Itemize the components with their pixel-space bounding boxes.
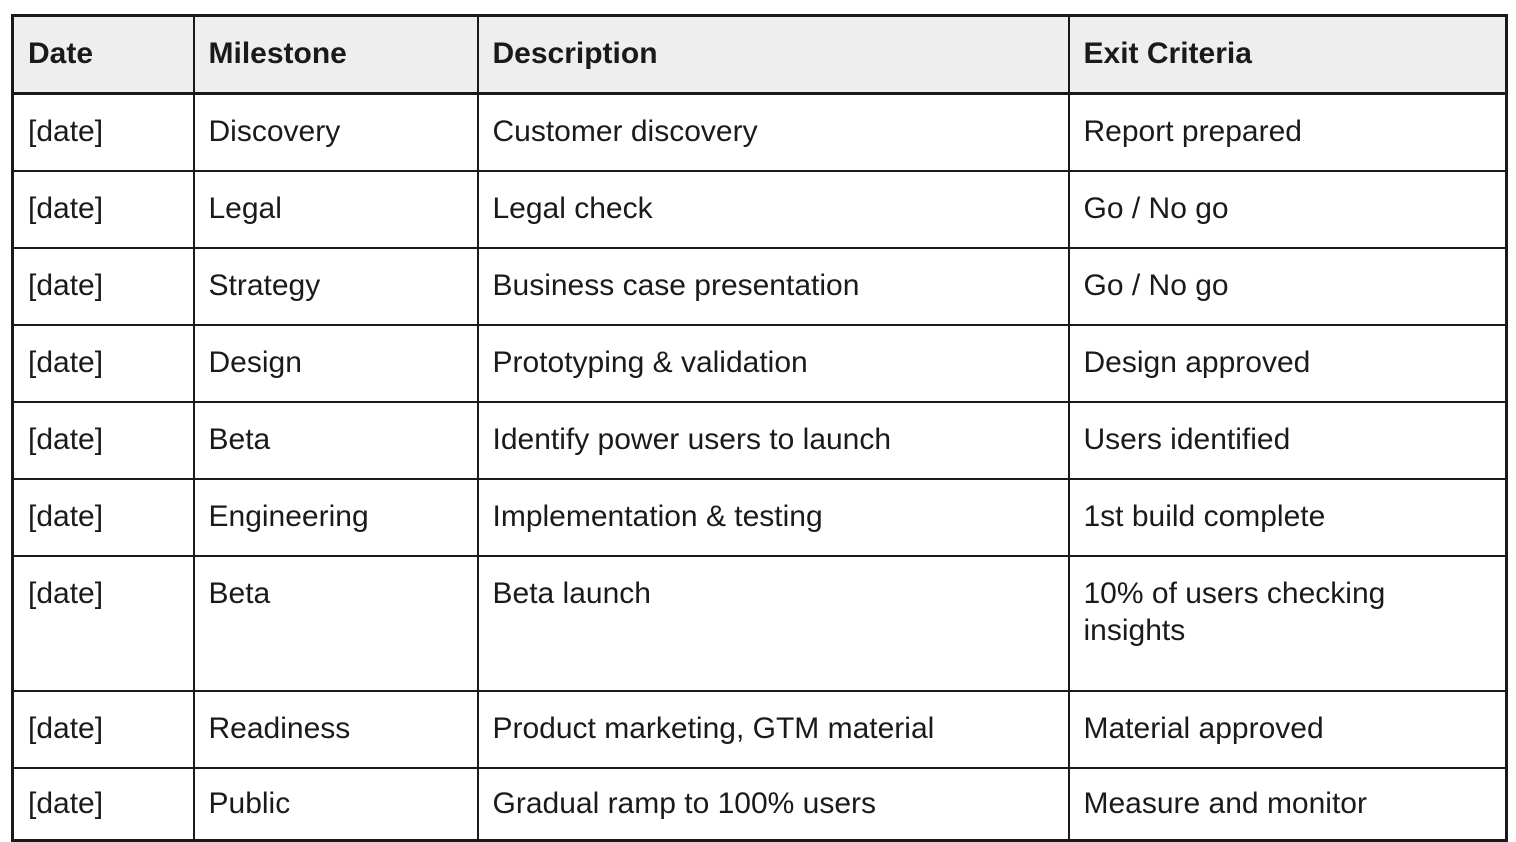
cell-date: [date] xyxy=(11,401,195,480)
cell-milestone: Beta xyxy=(192,555,479,692)
cell-milestone: Strategy xyxy=(192,247,479,326)
cell-milestone: Design xyxy=(192,324,479,403)
column-header-milestone: Milestone xyxy=(192,14,479,95)
cell-milestone: Beta xyxy=(192,401,479,480)
cell-date: [date] xyxy=(11,247,195,326)
milestone-table: Date Milestone Description Exit Criteria… xyxy=(11,14,1508,842)
cell-description: Beta launch xyxy=(476,555,1070,692)
cell-milestone: Legal xyxy=(192,170,479,249)
cell-exit-criteria: Report prepared xyxy=(1067,92,1508,172)
table-body: [date] Discovery Customer discovery Repo… xyxy=(11,92,1508,842)
cell-description: Identify power users to launch xyxy=(476,401,1070,480)
table-row: [date] Beta Identify power users to laun… xyxy=(11,401,1508,480)
cell-milestone: Public xyxy=(192,767,479,842)
cell-description: Legal check xyxy=(476,170,1070,249)
cell-exit-criteria: 1st build complete xyxy=(1067,478,1508,557)
cell-milestone: Engineering xyxy=(192,478,479,557)
cell-exit-criteria: Go / No go xyxy=(1067,247,1508,326)
table-row: [date] Readiness Product marketing, GTM … xyxy=(11,690,1508,769)
cell-exit-criteria: Design approved xyxy=(1067,324,1508,403)
table-row: [date] Public Gradual ramp to 100% users… xyxy=(11,767,1508,842)
table-row: [date] Design Prototyping & validation D… xyxy=(11,324,1508,403)
cell-milestone: Readiness xyxy=(192,690,479,769)
table-row: [date] Strategy Business case presentati… xyxy=(11,247,1508,326)
cell-exit-criteria: Measure and monitor xyxy=(1067,767,1508,842)
table-row: [date] Engineering Implementation & test… xyxy=(11,478,1508,557)
table-row: [date] Beta Beta launch 10% of users che… xyxy=(11,555,1508,692)
cell-date: [date] xyxy=(11,170,195,249)
milestone-table-container: Date Milestone Description Exit Criteria… xyxy=(11,14,1508,842)
cell-exit-criteria: Go / No go xyxy=(1067,170,1508,249)
column-header-exit-criteria: Exit Criteria xyxy=(1067,14,1508,95)
table-row: [date] Discovery Customer discovery Repo… xyxy=(11,92,1508,172)
table-header: Date Milestone Description Exit Criteria xyxy=(11,14,1508,95)
cell-description: Prototyping & validation xyxy=(476,324,1070,403)
column-header-date: Date xyxy=(11,14,195,95)
column-header-description: Description xyxy=(476,14,1070,95)
cell-date: [date] xyxy=(11,767,195,842)
cell-description: Product marketing, GTM material xyxy=(476,690,1070,769)
cell-description: Implementation & testing xyxy=(476,478,1070,557)
cell-date: [date] xyxy=(11,555,195,692)
cell-exit-criteria: Material approved xyxy=(1067,690,1508,769)
cell-date: [date] xyxy=(11,324,195,403)
cell-milestone: Discovery xyxy=(192,92,479,172)
cell-exit-criteria: 10% of users checking insights xyxy=(1067,555,1508,692)
cell-description: Business case presentation xyxy=(476,247,1070,326)
cell-description: Customer discovery xyxy=(476,92,1070,172)
cell-date: [date] xyxy=(11,478,195,557)
cell-exit-criteria: Users identified xyxy=(1067,401,1508,480)
cell-date: [date] xyxy=(11,92,195,172)
cell-date: [date] xyxy=(11,690,195,769)
table-row: [date] Legal Legal check Go / No go xyxy=(11,170,1508,249)
cell-description: Gradual ramp to 100% users xyxy=(476,767,1070,842)
header-row: Date Milestone Description Exit Criteria xyxy=(11,14,1508,95)
